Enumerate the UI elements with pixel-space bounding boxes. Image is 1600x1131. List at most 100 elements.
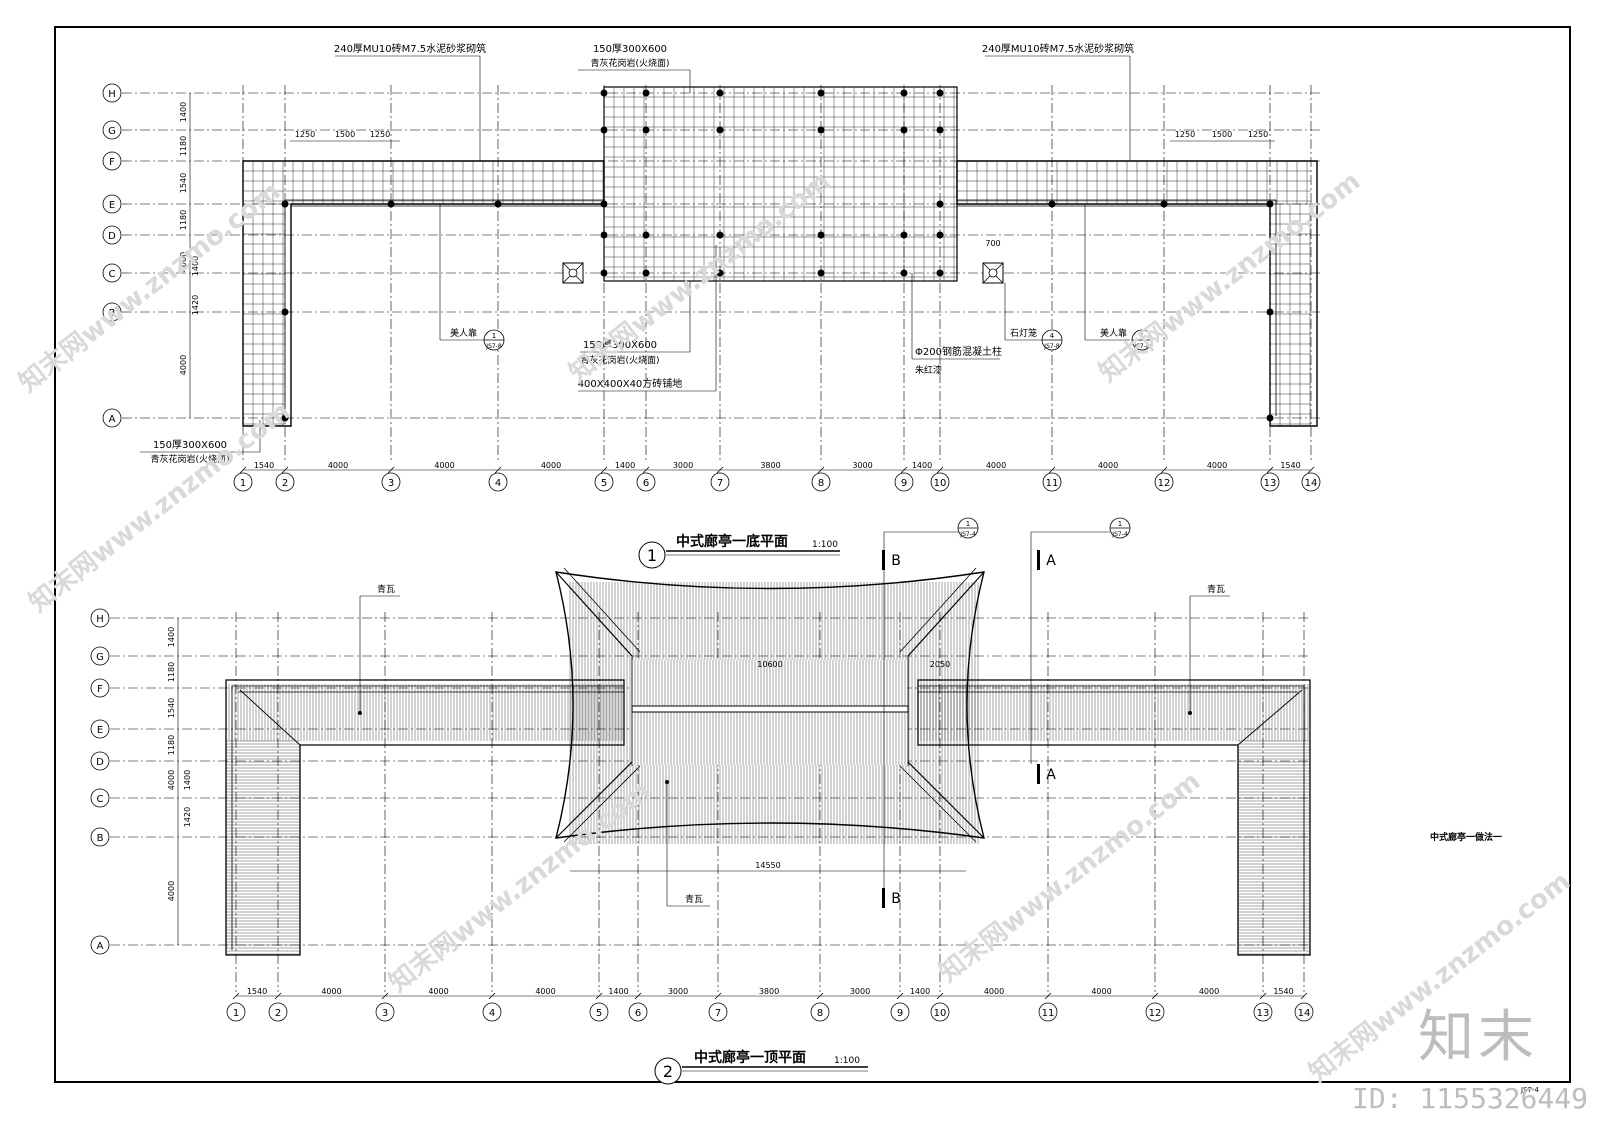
dimension-text: 14550	[755, 861, 780, 870]
column-dot	[900, 126, 908, 134]
column-dot	[817, 126, 825, 134]
column-dot	[1266, 308, 1274, 316]
dimension-text: 4000	[535, 987, 555, 996]
callout-number: 1	[1140, 332, 1144, 340]
note-text: 美人靠	[450, 327, 477, 339]
axis-label-row: G	[96, 652, 104, 663]
axis-bubble	[930, 1002, 950, 1022]
axis-label-col: 14	[1305, 478, 1318, 489]
section-letter: B	[891, 553, 901, 569]
dimension-text: 1540	[1280, 461, 1300, 470]
corridor-paving-right	[956, 160, 1311, 204]
section-mark: B	[882, 550, 901, 570]
dimension-text: 1400	[608, 987, 628, 996]
dim-tick	[642, 466, 650, 474]
callout-sheet: JS7-8	[485, 343, 502, 350]
brand-logo: 知末	[1418, 1005, 1538, 1070]
axis-bubble	[811, 472, 831, 492]
note-text: 400X400X40方砖铺地	[578, 377, 683, 390]
axis-bubble	[102, 83, 122, 103]
axis-bubble	[381, 472, 401, 492]
dimension-text: 2050	[930, 660, 950, 669]
column-dot	[642, 269, 650, 277]
column-dot	[642, 231, 650, 239]
axis-label-col: 2	[282, 478, 288, 489]
axis-bubble	[102, 408, 122, 428]
roof-hip-line	[907, 571, 985, 657]
axis-bubble	[628, 1002, 648, 1022]
column-dot	[817, 89, 825, 97]
column-dot	[817, 269, 825, 277]
dimension-text: 1420	[183, 807, 192, 827]
axis-bubble	[375, 1002, 395, 1022]
callout-sheet: JS7-4	[1111, 531, 1128, 538]
axis-label-col: 7	[715, 1008, 721, 1019]
lantern-core	[568, 268, 578, 278]
column-dot	[1266, 414, 1274, 422]
axis-label-col: 9	[901, 478, 907, 489]
section-mark: A	[1037, 550, 1056, 570]
dimension-text: 3000	[673, 461, 693, 470]
axis-label-col: 3	[388, 478, 394, 489]
column-dot	[716, 89, 724, 97]
axis-bubble	[102, 151, 122, 171]
dimension-text: 700	[985, 239, 1000, 248]
roof-hip-line	[899, 567, 977, 653]
dimension-text: 3000	[852, 461, 872, 470]
axis-bubble	[894, 472, 914, 492]
dimension-text: 4000	[1199, 987, 1219, 996]
axis-label-row: E	[97, 725, 103, 736]
dimension-text: 1500	[1212, 130, 1232, 139]
axis-bubble	[90, 788, 110, 808]
axis-label-col: 6	[635, 1008, 641, 1019]
column-dot	[936, 231, 944, 239]
axis-label-col: 9	[897, 1008, 903, 1019]
bench-line-left	[290, 205, 604, 416]
roof-hip-line	[563, 567, 641, 653]
note-text: 150厚300X600	[583, 339, 657, 351]
roof-tiles-left	[225, 684, 623, 741]
note-text: Φ200钢筋混凝土柱	[915, 345, 1002, 358]
axis-label-col: 5	[596, 1008, 602, 1019]
dimension-text: 4000	[984, 987, 1004, 996]
column-dot	[936, 126, 944, 134]
column-dot	[1048, 200, 1056, 208]
dim-tick	[1307, 466, 1315, 474]
column-dot	[936, 89, 944, 97]
image-id: ID: 1155326449	[1351, 1082, 1588, 1115]
dim-tick	[1048, 466, 1056, 474]
axis-label-col: 4	[495, 478, 501, 489]
dim-tick	[281, 466, 289, 474]
callout-sheet: JS7-8	[1043, 343, 1060, 350]
section-letter: B	[891, 891, 901, 907]
axis-bubble	[708, 1002, 728, 1022]
axis-bubble	[90, 678, 110, 698]
dim-tick	[239, 466, 247, 474]
axis-label-row: H	[108, 89, 116, 100]
note-text: 青瓦	[377, 583, 395, 595]
dimension-text: 4000	[428, 987, 448, 996]
dimension-text: 1400	[191, 256, 200, 276]
axis-label-col: 1	[233, 1008, 239, 1019]
column-dot	[387, 200, 395, 208]
column-dot	[600, 269, 608, 277]
column-dot	[281, 308, 289, 316]
dimension-text: 1180	[167, 735, 176, 755]
stone-lantern-icon	[562, 262, 584, 284]
axis-label-col: 12	[1158, 478, 1171, 489]
axis-bubble	[488, 472, 508, 492]
axis-label-col: 6	[643, 478, 649, 489]
section-letter: A	[1046, 767, 1056, 783]
column-dot	[1160, 200, 1168, 208]
column-dot	[600, 89, 608, 97]
dimension-text: 10600	[757, 660, 782, 669]
dim-tick	[716, 466, 724, 474]
axis-label-col: 2	[275, 1008, 281, 1019]
axis-bubble	[594, 472, 614, 492]
dim-tick	[387, 466, 395, 474]
dim-tick	[936, 466, 944, 474]
column-dot	[716, 269, 724, 277]
